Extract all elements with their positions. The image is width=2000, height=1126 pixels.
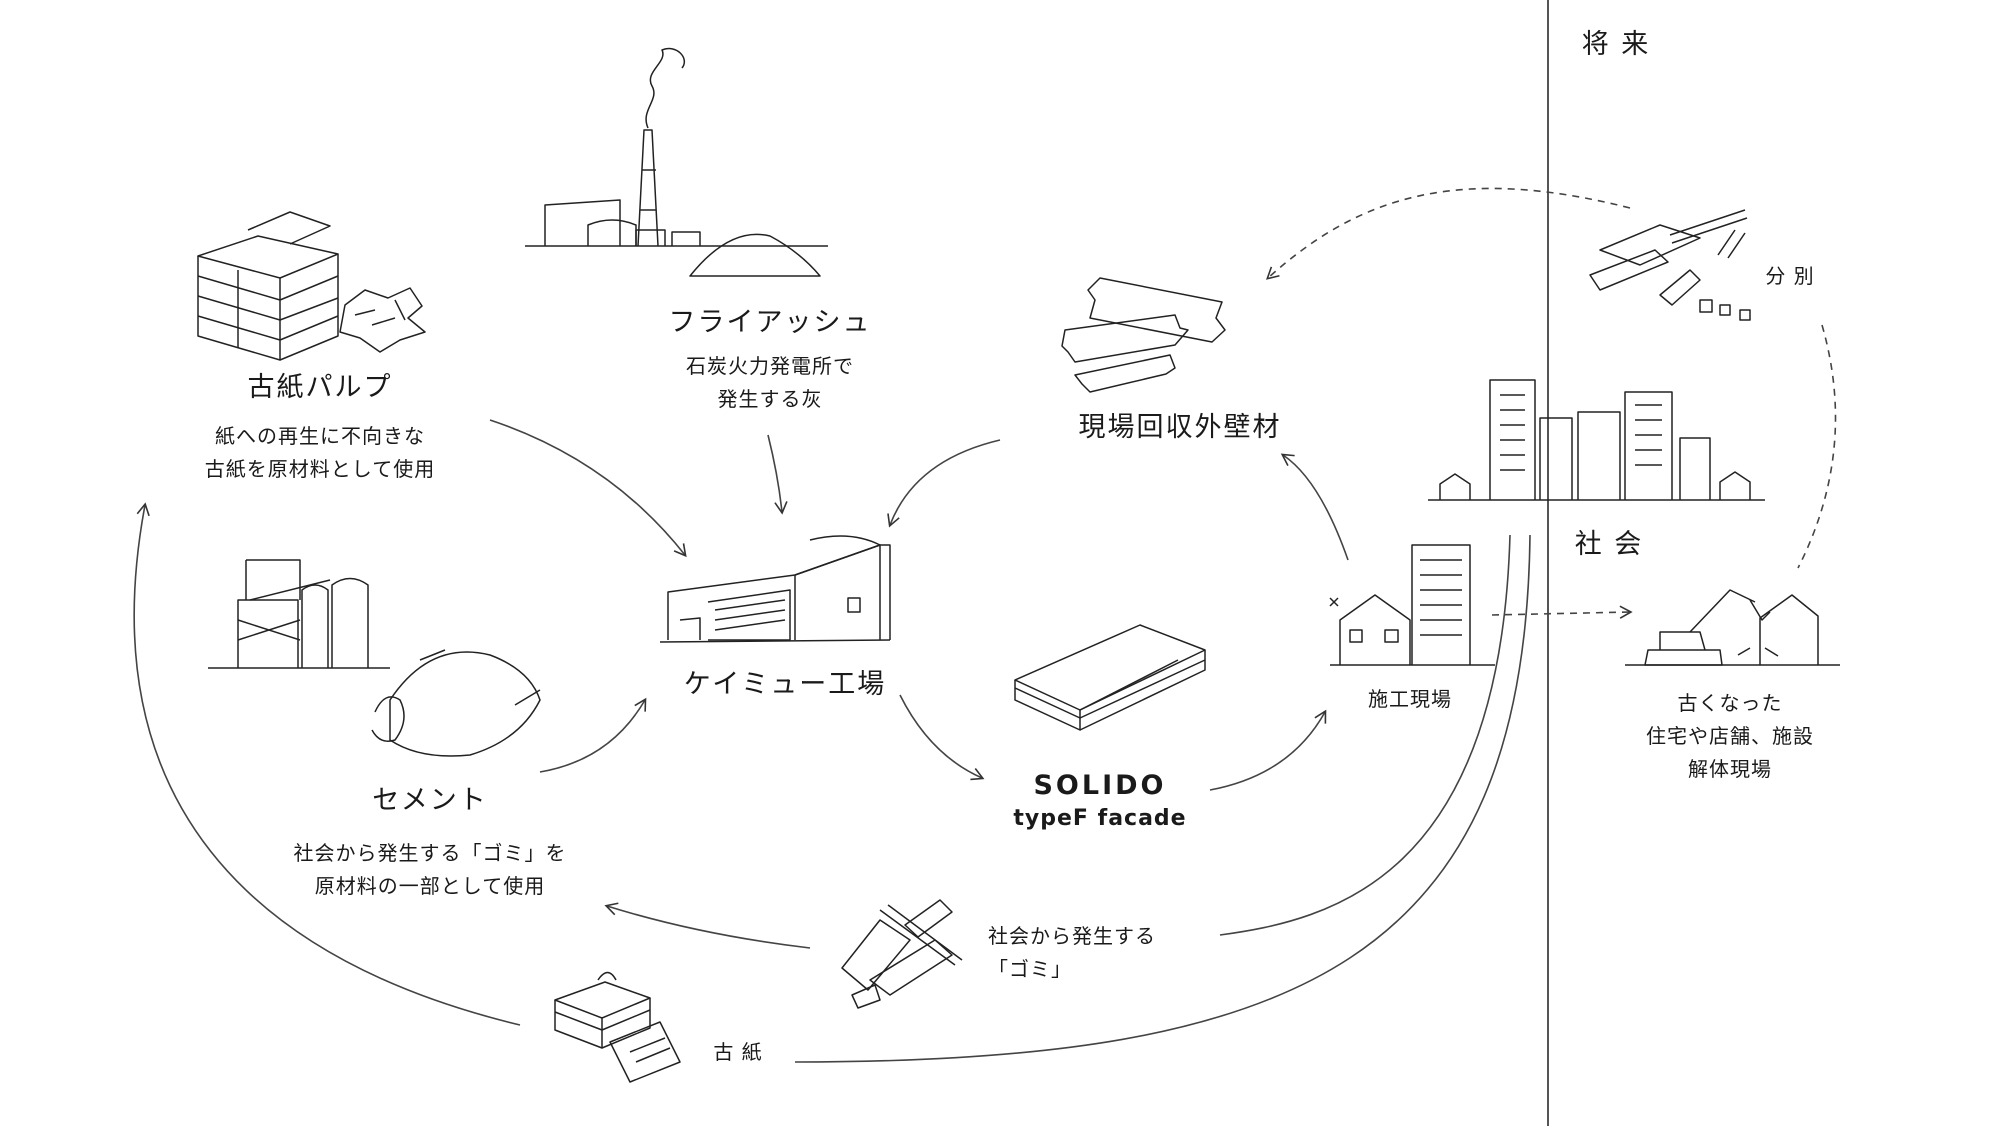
arrow-sorting-to-demolition bbox=[1797, 324, 1837, 569]
recovered-material-title: 現場回収外壁材 bbox=[1078, 412, 1282, 443]
future-label: 将 来 bbox=[1581, 29, 1651, 60]
demolition-line2: 住宅や店舗、施設 bbox=[1646, 724, 1814, 748]
sorting-title: 分 別 bbox=[1765, 264, 1815, 288]
cement-desc-line2: 原材料の一部として使用 bbox=[314, 874, 546, 898]
cement-plant-icon bbox=[208, 559, 390, 669]
demolition-line1: 古くなった bbox=[1677, 691, 1783, 715]
pulp-desc-line1: 紙への再生に不向きな bbox=[215, 424, 425, 448]
factory-title: ケイミュー工場 bbox=[683, 669, 887, 700]
arrow-cement-to-factory bbox=[539, 697, 647, 773]
cement-title: セメント bbox=[372, 785, 488, 816]
sorted-debris-icon bbox=[1589, 209, 1751, 321]
arrow-construction-to-recovered bbox=[1280, 453, 1349, 561]
arrow-pulp-to-factory bbox=[489, 419, 687, 558]
factory-icon bbox=[659, 535, 891, 643]
waste-line2: 「ゴミ」 bbox=[988, 957, 1072, 981]
construction-site-icon bbox=[1329, 544, 1495, 666]
pulp-title: 古紙パルプ bbox=[247, 372, 393, 403]
arrow-recovered-to-factory bbox=[887, 439, 1001, 528]
city-buildings-icon bbox=[1428, 379, 1765, 501]
waste-debris-icon bbox=[841, 899, 963, 1009]
solido-subtitle: typeF facade bbox=[1013, 806, 1187, 831]
arrow-waste-to-cement bbox=[604, 902, 811, 949]
construction-site-title: 施工現場 bbox=[1368, 687, 1452, 711]
solido-title: SOLIDO bbox=[1033, 770, 1167, 801]
arrow-sorting-to-recovered bbox=[1266, 187, 1631, 280]
pulp-desc-line2: 古紙を原材料として使用 bbox=[204, 457, 436, 481]
old-paper-title: 古 紙 bbox=[713, 1040, 763, 1064]
cement-desc-line1: 社会から発生する「ゴミ」を bbox=[293, 841, 567, 865]
flyash-title: フライアッシュ bbox=[668, 307, 872, 338]
arrow-oldpaper-to-pulp bbox=[133, 502, 521, 1026]
recovered-wall-material-icon bbox=[1061, 277, 1226, 393]
arrow-solido-to-construction bbox=[1209, 709, 1327, 791]
old-paper-bundle-icon bbox=[554, 971, 681, 1083]
demolition-site-icon bbox=[1625, 589, 1840, 666]
society-label: 社 会 bbox=[1574, 529, 1644, 560]
arrow-society-to-waste bbox=[1219, 534, 1511, 936]
solido-panels-icon bbox=[1014, 624, 1206, 731]
waste-line1: 社会から発生する bbox=[988, 924, 1156, 948]
paper-bales-icon bbox=[197, 211, 426, 361]
power-plant-icon bbox=[525, 47, 828, 277]
flyash-desc-line2: 発生する灰 bbox=[717, 387, 823, 411]
arrow-factory-to-solido bbox=[899, 694, 985, 781]
demolition-line3: 解体現場 bbox=[1688, 757, 1772, 781]
flyash-desc-line1: 石炭火力発電所で bbox=[686, 354, 854, 378]
cement-bag-icon bbox=[371, 649, 541, 757]
arrow-construction-to-demolition bbox=[1491, 605, 1633, 619]
arrow-flyash-to-factory bbox=[767, 434, 788, 515]
arrow-society-to-oldpaper bbox=[794, 534, 1531, 1063]
